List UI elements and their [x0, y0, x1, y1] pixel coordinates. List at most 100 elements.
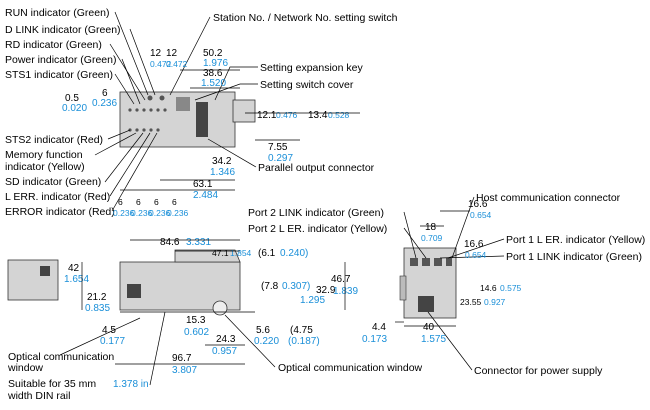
front-view-top-step	[174, 249, 241, 263]
top-view-side-block	[232, 99, 256, 123]
dim-146-inch: 0.575	[500, 283, 522, 293]
dim-212: 21.2	[87, 292, 107, 303]
label-run: RUN indicator (Green)	[5, 7, 109, 19]
dim-b6a-inch: 0.236	[113, 208, 135, 218]
dim-56: 5.6	[256, 325, 270, 336]
dim-243: 24.3	[216, 334, 236, 345]
right-side-view	[399, 247, 457, 319]
label-optical-window-2: window	[7, 362, 43, 374]
label-sd: SD indicator (Green)	[5, 176, 101, 188]
dim-18: 18	[425, 222, 437, 233]
dim-212-inch: 0.835	[85, 303, 110, 314]
top-view-indicator-leds	[128, 95, 167, 132]
label-port1-lerr: Port 1 L ER. indicator (Yellow)	[506, 234, 645, 246]
label-memory-1: Memory function	[5, 149, 83, 161]
dim-166a-inch: 0.654	[470, 210, 492, 220]
dim-61-inch: 0.240)	[280, 248, 308, 259]
dim-631-inch: 2.484	[193, 190, 218, 201]
dim-846-inch: 3.331	[186, 237, 211, 248]
label-rd: RD indicator (Green)	[5, 39, 102, 51]
side-mini-view	[7, 259, 59, 301]
label-host-connector: Host communication connector	[476, 192, 621, 204]
dim-342-inch: 1.346	[210, 167, 235, 178]
dim-18-inch: 0.709	[421, 233, 443, 243]
label-lerr: L ERR. indicator (Red)	[5, 191, 110, 203]
dim-967: 96.7	[172, 353, 192, 364]
dim-471: 47.1	[212, 248, 229, 258]
dim-146: 14.6	[480, 283, 497, 293]
right-view-dim-lines	[395, 210, 470, 327]
label-switch-cover: Setting switch cover	[260, 79, 354, 91]
dim-b6d-inch: 0.236	[167, 208, 189, 218]
optical-window-shape	[212, 300, 228, 316]
label-power-connector: Connector for power supply	[474, 365, 603, 377]
dim-471-inch: 1.854	[230, 248, 252, 258]
side-mini-connector	[40, 266, 50, 276]
side-mini-body	[7, 259, 59, 301]
dim-467: 46.7	[331, 274, 351, 285]
dim-6-inch: 0.236	[92, 98, 117, 109]
label-port2-link: Port 2 LINK indicator (Green)	[248, 207, 384, 219]
dim-755-inch: 0.297	[268, 153, 293, 164]
dim-12b-inch: 0.472	[166, 59, 188, 69]
label-parallel-connector: Parallel output connector	[258, 162, 375, 174]
dim-38-inch: 1.520	[201, 78, 226, 89]
label-dlink: D LINK indicator (Green)	[5, 24, 121, 36]
dim-243-inch: 0.957	[212, 346, 237, 357]
dim-40: 40	[423, 322, 435, 333]
right-view-clip	[399, 275, 407, 301]
dim-78-inch: 0.307)	[282, 281, 310, 292]
dim-134: 13.4	[308, 110, 328, 121]
label-port2-lerr: Port 2 L ER. indicator (Yellow)	[248, 223, 387, 235]
label-error: ERROR indicator (Red)	[5, 206, 115, 218]
dim-50: 50.2	[203, 48, 223, 59]
label-optical-window-1: Optical communication	[8, 351, 114, 363]
dim-b6a: 6	[118, 197, 123, 207]
dim-2355-inch: 0.927	[484, 297, 506, 307]
label-din-1: Suitable for 35 mm	[8, 378, 96, 390]
power-connector-shape	[418, 296, 434, 312]
front-view	[119, 249, 255, 316]
dim-50-inch: 1.976	[203, 58, 228, 69]
dim-12a-inch: 0.472	[150, 59, 172, 69]
dim-b6b-inch: 0.236	[131, 208, 153, 218]
dim-121-inch: 0.476	[276, 110, 298, 120]
dim-44-inch: 0.173	[362, 334, 387, 345]
label-station-switch: Station No. / Network No. setting switch	[213, 12, 398, 24]
label-port1-link: Port 1 LINK indicator (Green)	[506, 251, 642, 263]
dim-b6b: 6	[136, 197, 141, 207]
label-power: Power indicator (Green)	[5, 54, 116, 66]
dim-45-inch: 0.177	[100, 336, 125, 347]
dim-475-inch: (0.187)	[288, 336, 320, 347]
dim-42-inch: 1.654	[64, 274, 89, 285]
top-view-dim-lines	[120, 69, 360, 191]
label-sts2: STS2 indicator (Red)	[5, 134, 103, 146]
dim-38: 38.6	[203, 68, 223, 79]
dim-61: (6.1	[258, 248, 276, 259]
dim-42: 42	[68, 263, 80, 274]
dim-b6c: 6	[154, 197, 159, 207]
small-6-dims: 6 0.236 6 0.236 6 0.236 6 0.236	[113, 197, 189, 218]
top-view	[119, 91, 256, 148]
dim-631: 63.1	[193, 179, 213, 190]
dim-166a: 16.6	[468, 199, 488, 210]
label-sts1: STS1 indicator (Green)	[5, 69, 113, 81]
dim-153-inch: 0.602	[184, 327, 209, 338]
dim-846: 84.6	[160, 237, 180, 248]
dim-755: 7.55	[268, 142, 288, 153]
dim-45: 4.5	[102, 325, 116, 336]
dim-153: 15.3	[186, 315, 206, 326]
dim-12b: 12	[166, 48, 178, 59]
front-connector-shape	[127, 284, 141, 298]
dim-166b-inch: 0.654	[465, 250, 487, 260]
leader-lines-top-right	[169, 16, 258, 168]
dim-6: 6	[102, 88, 108, 99]
dim-b6d: 6	[172, 197, 177, 207]
leader-lines-left	[94, 11, 158, 212]
dim-166b: 16.6	[464, 239, 484, 250]
dim-12a: 12	[150, 48, 162, 59]
right-view-ports	[410, 258, 452, 266]
label-expansion-key: Setting expansion key	[260, 62, 363, 74]
